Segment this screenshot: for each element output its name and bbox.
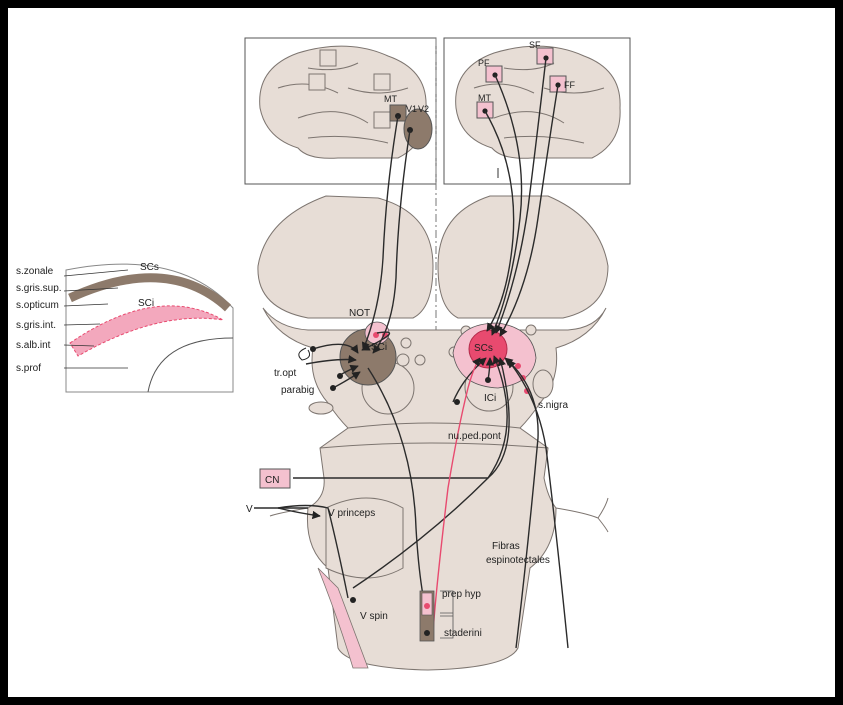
staderini-label: staderini	[444, 628, 482, 639]
cn-label: CN	[265, 475, 279, 486]
figure-frame: s.zonale s.gris.sup. s.opticum s.gris.in…	[8, 8, 835, 697]
layer-label: s.gris.int.	[16, 320, 56, 331]
ici-label: ICi	[484, 393, 496, 404]
scs-right-label: SCs	[474, 343, 493, 354]
layer-label: s.opticum	[16, 300, 59, 311]
left-cortex-panel: MT V1 V2	[245, 38, 436, 184]
layer-label: s.zonale	[16, 266, 54, 277]
ff-label: FF	[564, 80, 575, 90]
espinotectales-label: espinotectales	[486, 555, 550, 566]
v-princeps-label: V princeps	[328, 508, 375, 519]
pf-label: PF	[478, 58, 490, 68]
sci-inset-label: SCi	[138, 298, 154, 309]
right-cortex-panel: SF PF MT FF	[444, 38, 630, 184]
v2-label: V2	[418, 104, 429, 114]
tr-opt-label: tr.opt	[274, 368, 296, 379]
prep-hyp-label: prep hyp	[442, 589, 481, 600]
neuroanatomy-diagram: s.zonale s.gris.sup. s.opticum s.gris.in…	[8, 8, 835, 697]
not-label: NOT	[349, 308, 370, 319]
colliculus-layers-inset: s.zonale s.gris.sup. s.opticum s.gris.in…	[16, 262, 233, 392]
mt-right-label: MT	[478, 93, 491, 103]
left-brain-hemisphere	[260, 46, 426, 158]
s-nigra-label: s.nigra	[538, 400, 568, 411]
layer-label: s.gris.sup.	[16, 283, 62, 294]
layer-label: s.alb.int	[16, 340, 51, 351]
scs-inset-label: SCs	[140, 262, 159, 273]
mt-left-label: MT	[384, 94, 397, 104]
v1-label: V1	[406, 104, 417, 114]
tr-opt-loop	[299, 348, 310, 360]
sci-left-label: SCi	[371, 342, 387, 353]
layer-label: s.prof	[16, 363, 41, 374]
nu-ped-pont-label: nu.ped.pont	[448, 431, 501, 442]
parabig-label: parabig	[281, 385, 314, 396]
sf-label: SF	[529, 40, 541, 50]
v-label: V	[246, 504, 253, 515]
v-spin-label: V spin	[360, 611, 388, 622]
fibras-label: Fibras	[492, 541, 520, 552]
